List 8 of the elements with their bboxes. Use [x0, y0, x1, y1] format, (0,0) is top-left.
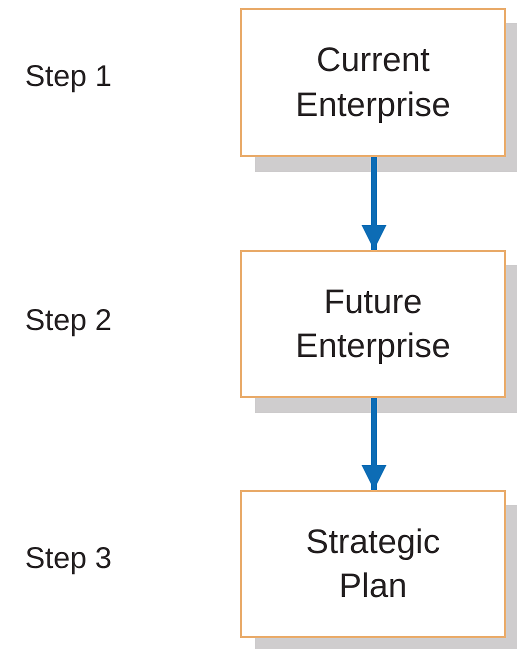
box-label: Strategic Plan	[304, 522, 442, 607]
step-label: Step 2	[25, 304, 112, 338]
step-label: Step 1	[25, 60, 112, 94]
box-label: Current Enterprise	[294, 40, 452, 126]
arrow	[361, 398, 387, 490]
arrow	[361, 157, 387, 250]
box-label: Future Enterprise	[294, 282, 452, 367]
step-label: Step 3	[25, 542, 112, 576]
